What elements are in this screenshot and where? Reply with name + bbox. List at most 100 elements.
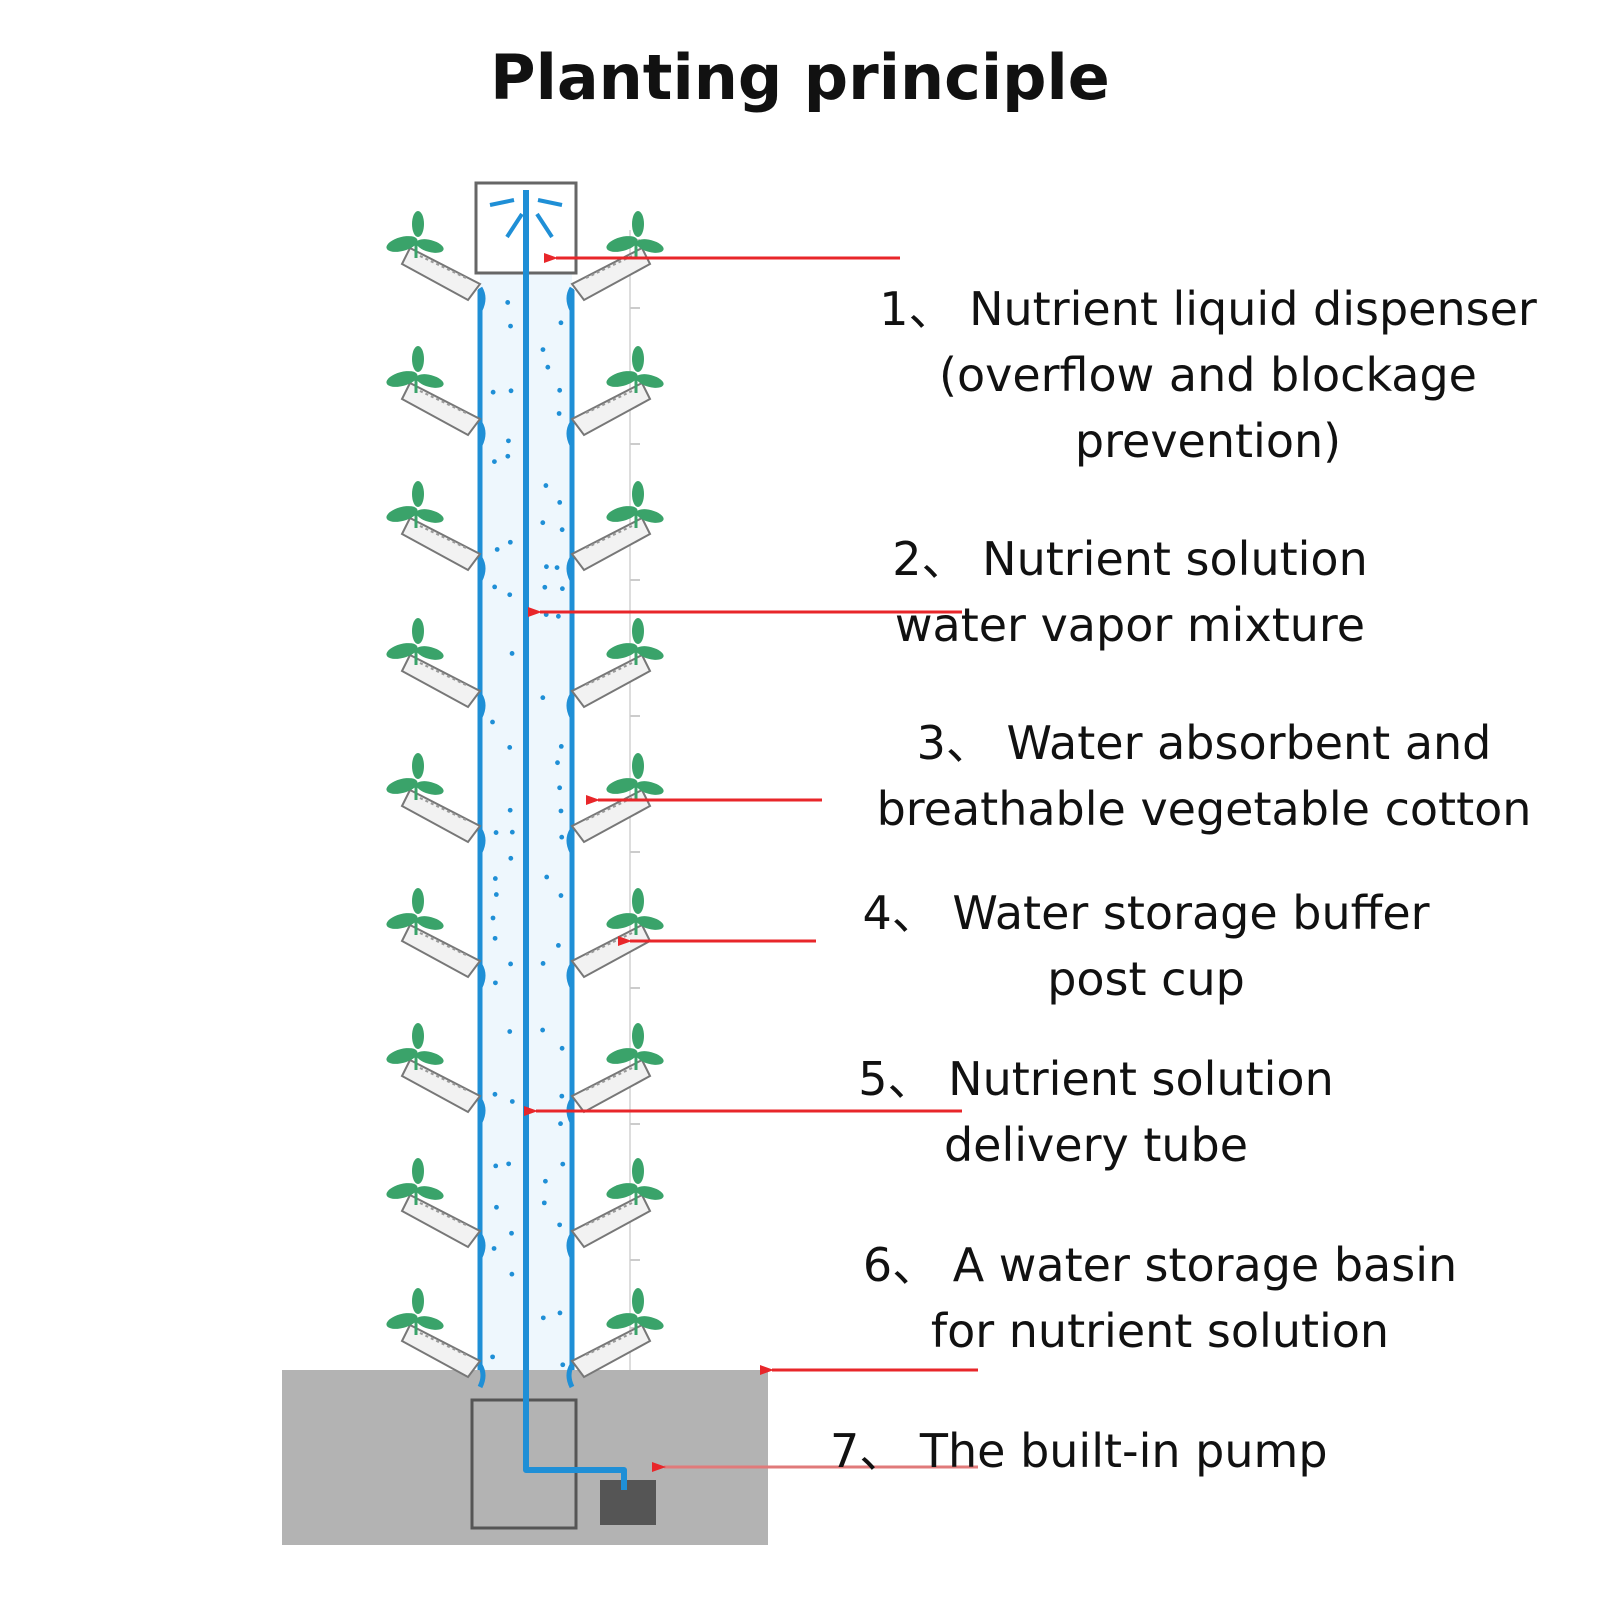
planting-cup xyxy=(566,1023,664,1124)
droplet xyxy=(492,1091,498,1097)
droplet xyxy=(492,459,497,464)
planting-cup xyxy=(386,1023,486,1124)
droplet xyxy=(508,961,513,967)
droplet xyxy=(558,808,564,814)
droplet xyxy=(559,527,565,533)
droplet xyxy=(558,893,564,898)
planting-cup xyxy=(566,211,664,312)
planting-cups xyxy=(386,211,664,1389)
droplet xyxy=(554,565,560,570)
label-line: 4、 Water storage buffer xyxy=(862,886,1430,940)
droplet xyxy=(559,586,565,592)
droplet xyxy=(505,300,511,305)
droplet xyxy=(509,1099,515,1104)
planting-cup xyxy=(566,346,664,447)
droplet xyxy=(557,499,563,505)
vapor-droplets xyxy=(490,300,566,1368)
droplet xyxy=(492,935,498,941)
label-3-vegetable-cotton: 3、 Water absorbent and breathable vegeta… xyxy=(824,710,1584,842)
droplet xyxy=(491,1246,497,1251)
built-in-pump xyxy=(600,1480,656,1525)
droplet xyxy=(540,961,546,966)
droplet xyxy=(558,743,564,749)
diagram-title: Planting principle xyxy=(490,41,1110,114)
label-7-pump: 7、 The built-in pump xyxy=(830,1418,1410,1484)
droplet xyxy=(541,1200,547,1206)
label-line: 5、 Nutrient solution xyxy=(858,1052,1334,1106)
droplet xyxy=(509,651,515,656)
droplet xyxy=(542,584,548,590)
droplet xyxy=(494,1204,499,1210)
droplet xyxy=(557,387,563,393)
droplet xyxy=(559,1093,565,1099)
label-line: prevention) xyxy=(1074,414,1342,468)
nutrient-delivery-tube xyxy=(523,190,627,1490)
droplet xyxy=(555,942,561,948)
droplet xyxy=(507,1029,513,1034)
label-line: 1、 Nutrient liquid dispenser xyxy=(879,282,1537,336)
label-line: 3、 Water absorbent and xyxy=(916,716,1492,770)
droplet xyxy=(507,539,513,545)
label-line: breathable vegetable cotton xyxy=(876,782,1532,836)
droplet xyxy=(560,1362,566,1368)
droplet xyxy=(493,980,498,986)
label-line: (overflow and blockage xyxy=(939,348,1477,402)
label-line: 2、 Nutrient solution xyxy=(892,532,1368,586)
label-6-storage-basin: 6、 A water storage basin for nutrient so… xyxy=(830,1232,1490,1364)
planting-cup xyxy=(566,481,664,582)
droplet xyxy=(490,1354,495,1360)
label-line: post cup xyxy=(1047,952,1245,1006)
droplet xyxy=(555,613,561,619)
label-4-buffer-cup: 4、 Water storage buffer post cup xyxy=(826,880,1466,1012)
droplet xyxy=(559,834,565,840)
droplet xyxy=(493,892,499,897)
droplet xyxy=(507,807,513,813)
droplet xyxy=(543,483,549,488)
droplet xyxy=(490,719,495,725)
droplet xyxy=(507,592,513,598)
planting-cup xyxy=(566,618,664,719)
droplet xyxy=(540,1315,546,1321)
droplet xyxy=(557,1222,563,1228)
label-line: 7、 The built-in pump xyxy=(830,1424,1328,1478)
droplet xyxy=(509,829,515,835)
droplet xyxy=(493,1163,499,1169)
droplet xyxy=(490,389,496,395)
droplet xyxy=(543,1178,548,1184)
droplet xyxy=(556,411,562,416)
droplet xyxy=(509,1271,515,1277)
planting-cup xyxy=(566,1158,664,1259)
droplet xyxy=(557,785,563,791)
droplet xyxy=(508,855,514,861)
droplet xyxy=(560,1161,566,1167)
droplet xyxy=(540,1027,546,1033)
droplet xyxy=(540,347,546,353)
planting-cup xyxy=(566,753,664,854)
planting-cup xyxy=(386,1158,486,1259)
droplet xyxy=(506,438,511,444)
planting-cup xyxy=(386,346,486,447)
label-5-delivery-tube: 5、 Nutrient solution delivery tube xyxy=(816,1046,1376,1178)
label-line: for nutrient solution xyxy=(930,1304,1390,1358)
droplet xyxy=(508,388,514,394)
planting-cup xyxy=(386,211,486,312)
label-2-vapor-mixture: 2、 Nutrient solution water vapor mixture xyxy=(830,526,1430,658)
droplet xyxy=(492,584,498,590)
planting-cup xyxy=(386,1288,486,1389)
droplet xyxy=(507,744,513,750)
planting-cup xyxy=(566,888,664,989)
droplet xyxy=(505,453,511,459)
planting-cup xyxy=(386,618,486,719)
planting-cup xyxy=(386,753,486,854)
label-line: water vapor mixture xyxy=(894,598,1366,652)
planting-cup xyxy=(386,481,486,582)
planting-cup xyxy=(386,888,486,989)
planting-cup xyxy=(566,1288,664,1389)
droplet xyxy=(493,830,499,835)
droplet xyxy=(558,320,564,326)
droplet xyxy=(558,1121,563,1127)
droplet xyxy=(544,564,549,570)
label-line: delivery tube xyxy=(943,1118,1249,1172)
label-line: 6、 A water storage basin xyxy=(862,1238,1458,1292)
